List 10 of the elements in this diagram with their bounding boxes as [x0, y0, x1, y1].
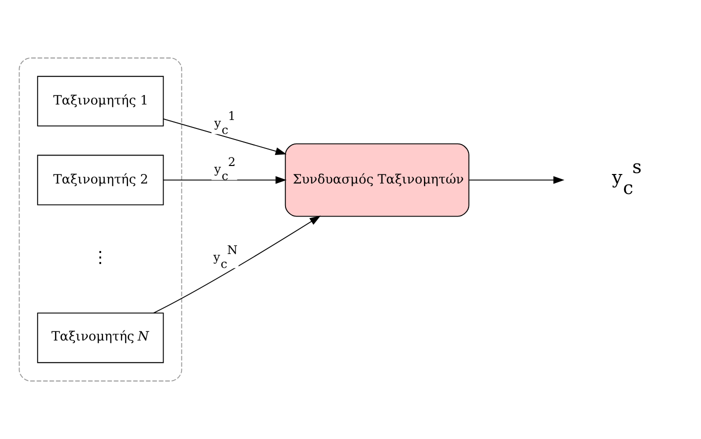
label: ⋮: [92, 248, 110, 267]
arrow: [468, 176, 564, 184]
node-box: Ταξινομητής 2: [37, 154, 164, 206]
arrow: [162, 176, 287, 184]
cluster: [18, 58, 182, 382]
arrow: [162, 118, 287, 155]
node-box: Συνδυασμός Ταξινομητών: [284, 143, 470, 217]
arrow: [153, 216, 321, 314]
node-box: Ταξινομητής N: [37, 312, 164, 364]
node-box: Ταξινομητής 1: [37, 76, 164, 126]
